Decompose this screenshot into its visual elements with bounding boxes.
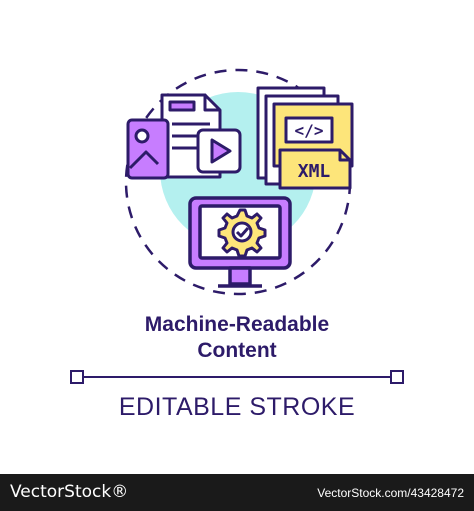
editable-stroke-label: EDITABLE STROKE — [118, 393, 356, 421]
footer-bar: VectorStock® VectorStock.com/43428472 — [0, 474, 474, 511]
xml-label: XML — [298, 161, 331, 182]
code-symbol: </> — [295, 121, 324, 140]
image-icon — [126, 118, 170, 180]
title-line-1: Machine-Readable — [144, 313, 330, 336]
gear-check-icon — [217, 208, 267, 258]
illustration-stage: </> XML Machine-Readable Content EDITABL… — [0, 68, 474, 421]
title-line-2: Content — [197, 339, 277, 362]
xml-tag-icon — [278, 148, 352, 190]
video-play-icon — [196, 128, 242, 174]
icon-title: Machine-Readable Content — [0, 312, 474, 364]
vectorstock-url[interactable]: VectorStock.com/43428472 — [317, 486, 464, 500]
machine-readable-content-icon: </> XML — [124, 68, 354, 296]
vectorstock-logo: VectorStock® — [10, 482, 129, 502]
divider-line — [70, 370, 404, 384]
